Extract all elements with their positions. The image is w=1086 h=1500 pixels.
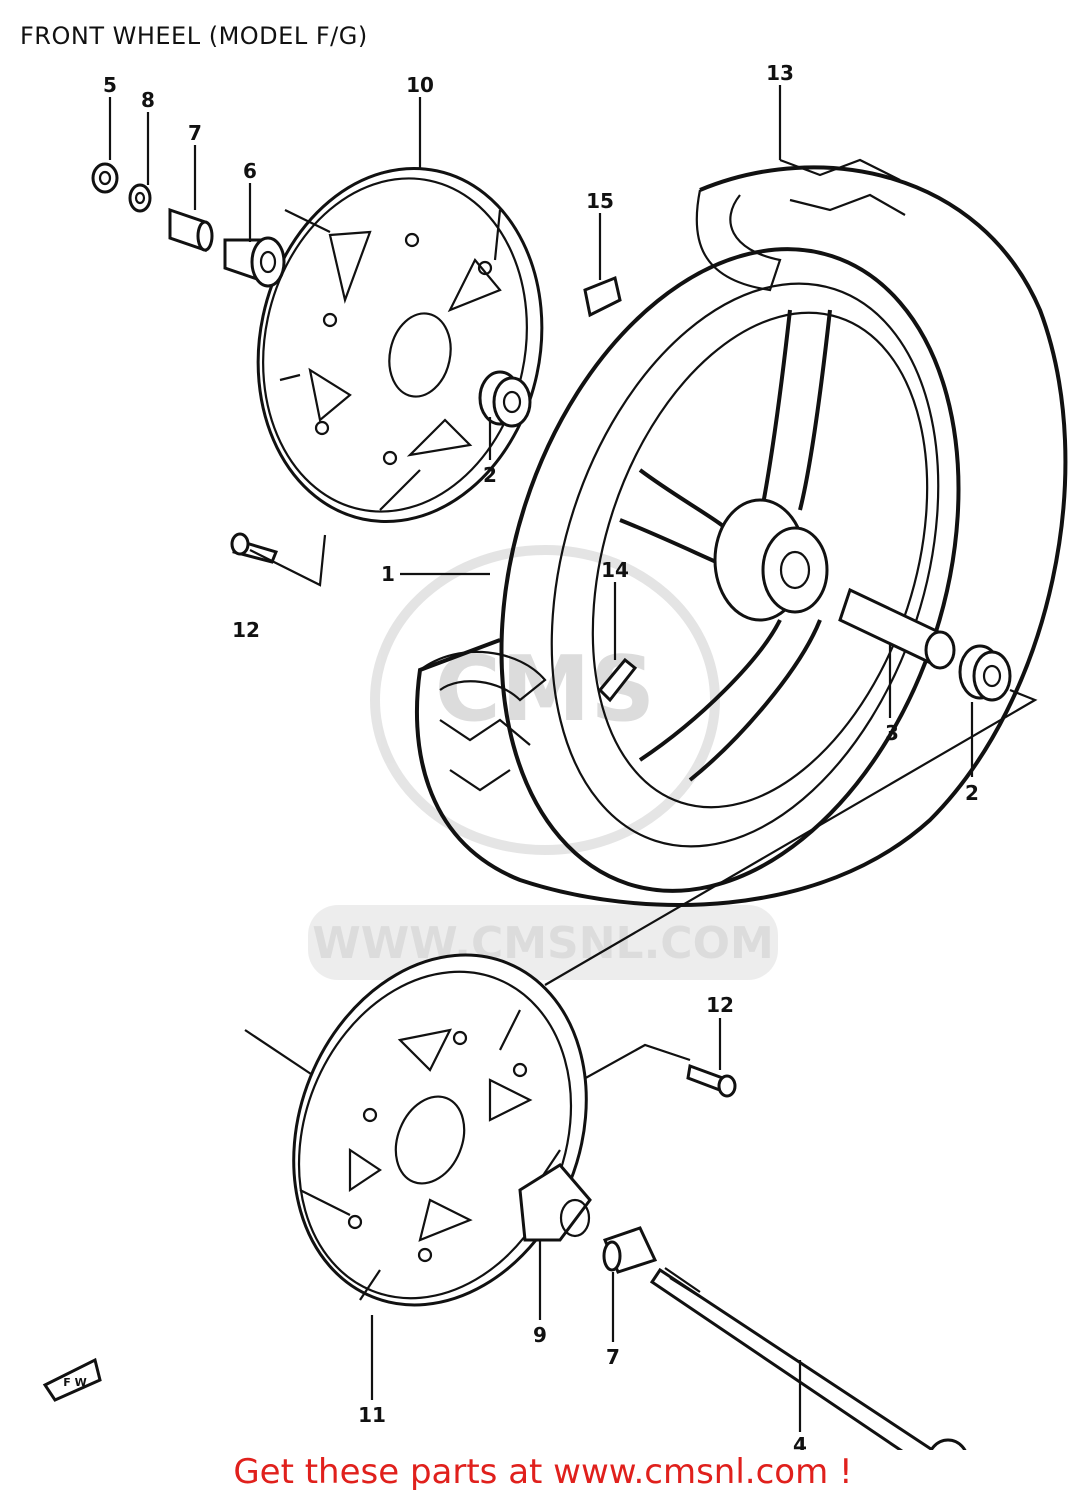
- callout-4: 4: [793, 1433, 807, 1450]
- diagram-title: FRONT WHEEL (MODEL F/G): [20, 22, 368, 50]
- callout-8: 8: [141, 88, 155, 112]
- washer-8[interactable]: [128, 183, 152, 213]
- collar-6[interactable]: [223, 236, 286, 288]
- spacer-7-lower[interactable]: [602, 1226, 658, 1274]
- direction-arrow-icon: F W: [42, 1357, 102, 1402]
- brake-disc-lower[interactable]: [243, 911, 637, 1350]
- callout-3: 3: [885, 721, 899, 745]
- callout-6: 6: [243, 159, 257, 183]
- callout-15: 15: [586, 189, 614, 213]
- callout-2-upper: 2: [483, 463, 497, 487]
- watermark-url: WWW.CMSNL.COM: [312, 918, 774, 969]
- callout-10: 10: [406, 73, 434, 97]
- callout-2-lower: 2: [965, 781, 979, 805]
- exploded-parts-diagram: CMS WWW.CMSNL.COM: [42, 61, 1068, 1450]
- callout-7-upper: 7: [188, 121, 202, 145]
- callout-9: 9: [533, 1323, 547, 1347]
- leader-lines: [108, 85, 974, 1432]
- spacer-7-upper[interactable]: [168, 207, 214, 253]
- callout-12-lower: 12: [706, 993, 734, 1017]
- front-wheel-assembly[interactable]: [414, 158, 1068, 950]
- callout-5: 5: [103, 73, 117, 97]
- callout-14: 14: [601, 558, 629, 582]
- valve-14[interactable]: [597, 657, 638, 703]
- speedometer-gearbox-9[interactable]: [518, 1163, 592, 1242]
- axle-4[interactable]: [649, 1267, 968, 1450]
- callout-1: 1: [381, 562, 395, 586]
- bearing-2-upper[interactable]: [478, 370, 532, 428]
- disc-bolt-12-lower[interactable]: [686, 1063, 737, 1098]
- callout-11: 11: [358, 1403, 386, 1427]
- callout-7-lower: 7: [606, 1345, 620, 1369]
- brake-disc-upper[interactable]: [226, 142, 574, 548]
- balancer-15[interactable]: [583, 275, 622, 318]
- callout-13: 13: [766, 61, 794, 85]
- callout-12-upper: 12: [232, 618, 260, 642]
- spacer-3[interactable]: [838, 587, 956, 670]
- nut-5[interactable]: [91, 162, 119, 194]
- disc-bolt-12-upper[interactable]: [230, 532, 279, 564]
- bearing-2-lower[interactable]: [958, 644, 1012, 702]
- callout-labels: 5 8 7 6 10 13 15 2 1 12 14 3 2 12 9 7 11…: [103, 61, 979, 1450]
- direction-marker-label: F W: [63, 1376, 86, 1389]
- footer-link-text[interactable]: Get these parts at www.cmsnl.com !: [233, 1452, 853, 1492]
